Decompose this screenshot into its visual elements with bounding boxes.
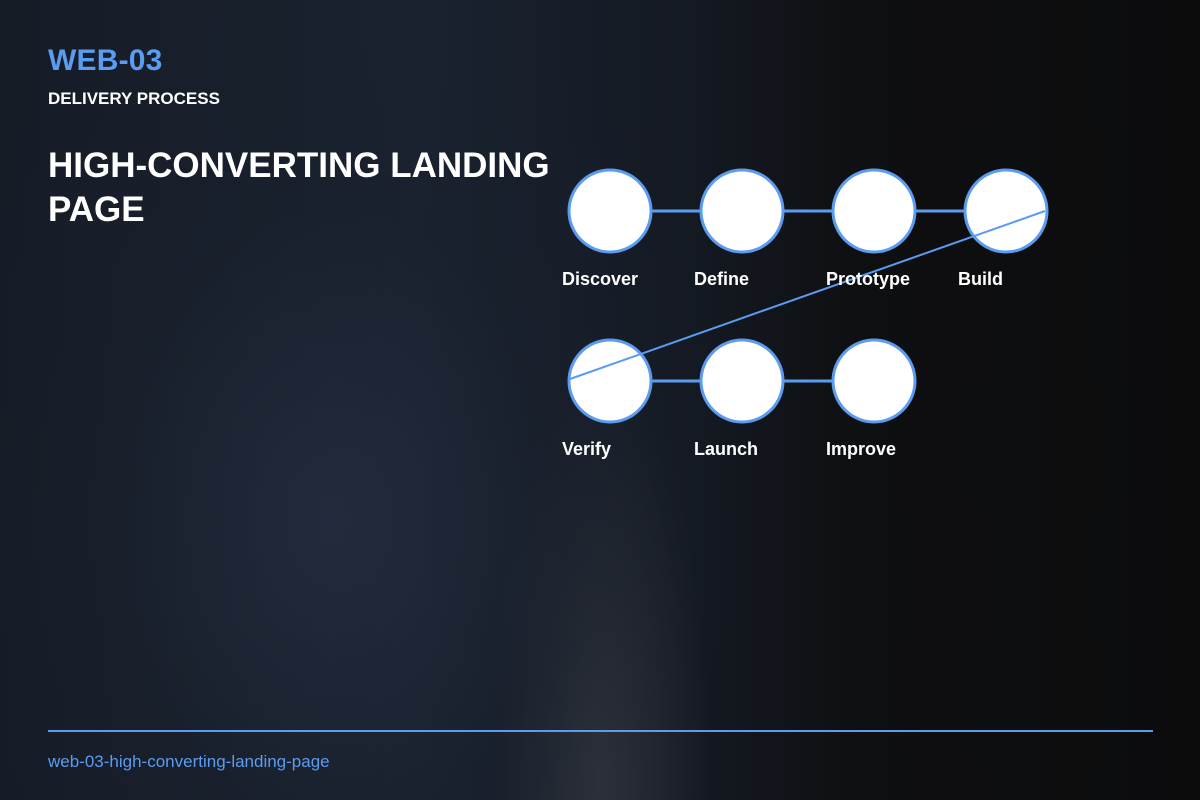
connectors <box>610 209 1006 383</box>
step-node-launch <box>699 338 785 424</box>
step-node-define <box>699 168 785 254</box>
connector-build-to-verify <box>569 210 1046 380</box>
step-label-prototype: Prototype <box>826 269 910 289</box>
step-label-verify: Verify <box>562 439 611 459</box>
slide-code: WEB-03 <box>48 44 163 77</box>
step-nodes <box>567 168 1049 424</box>
step-node-discover <box>567 168 653 254</box>
footer-slug: web-03-high-converting-landing-page <box>48 752 330 771</box>
step-node-build <box>963 168 1049 254</box>
step-node-prototype <box>831 168 917 254</box>
step-label-define: Define <box>694 269 749 289</box>
step-label-launch: Launch <box>694 439 758 459</box>
footer-divider <box>48 730 1153 732</box>
slide-title: HIGH-CONVERTING LANDING PAGE <box>48 146 550 229</box>
step-label-improve: Improve <box>826 439 896 459</box>
slide-subtitle: DELIVERY PROCESS <box>48 89 220 108</box>
step-label-discover: Discover <box>562 269 638 289</box>
step-node-verify <box>567 338 653 424</box>
step-node-improve <box>831 338 917 424</box>
step-label-build: Build <box>958 269 1003 289</box>
